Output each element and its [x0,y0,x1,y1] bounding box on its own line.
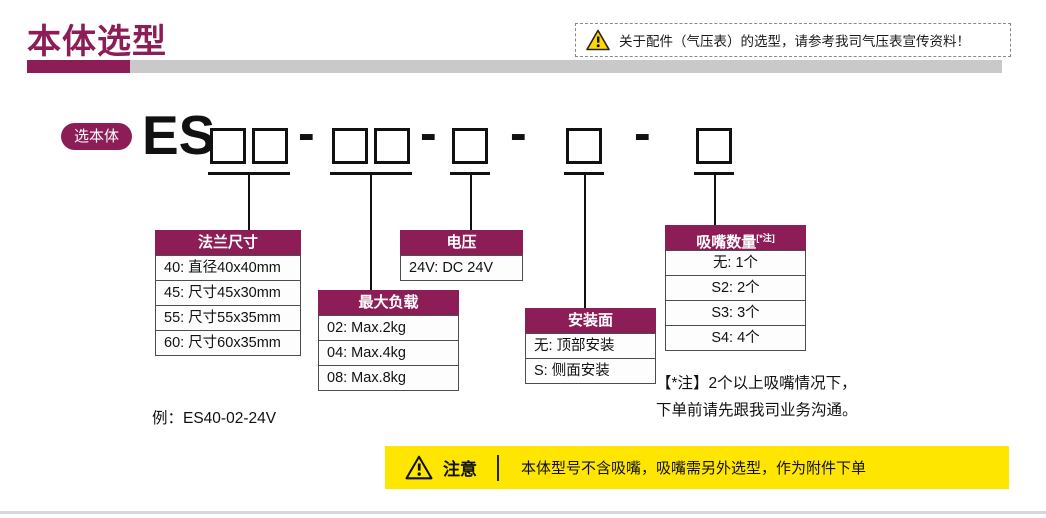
table-row: 08: Max.8kg [318,365,459,391]
code-group-underline-voltage [450,172,490,175]
model-code-box-load-1 [332,128,368,164]
table-row: 04: Max.4kg [318,340,459,366]
nozzle-count-table: 吸嘴数量[*注] 无: 1个 S2: 2个 S3: 3个 S4: 4个 [665,225,806,351]
max-load-table: 最大负载 02: Max.2kg 04: Max.4kg 08: Max.8kg [318,290,459,391]
mount-face-table-header: 安装面 [525,308,656,334]
title-underline-gray [130,60,1002,73]
nozzle-count-table-header: 吸嘴数量[*注] [665,225,806,251]
title-underline-accent [27,60,130,73]
table-row: 24V: DC 24V [400,255,523,281]
code-group-underline-mount [564,172,604,175]
connector-line-mount [584,175,586,308]
caution-banner: 注意 本体型号不含吸嘴，吸嘴需另外选型，作为附件下单 [385,446,1009,489]
accessory-notice-text: 关于配件（气压表）的选型，请参考我司气压表宣传资料！ [619,34,970,49]
caution-divider [497,454,499,481]
voltage-table: 电压 24V: DC 24V [400,230,523,281]
flange-table-header: 法兰尺寸 [155,230,301,256]
model-code-box-nozzle [696,128,732,164]
caution-triangle-icon [405,455,433,480]
warning-triangle-icon [586,29,610,51]
table-row: 40: 直径40x40mm [155,255,301,281]
table-row: S2: 2个 [665,275,806,301]
caution-text: 本体型号不含吸嘴，吸嘴需另外选型，作为附件下单 [521,460,867,477]
voltage-table-header: 电压 [400,230,523,256]
connector-line-voltage [470,175,472,230]
nozzle-count-title-sup: [*注] [756,233,775,243]
model-code-dash: - [634,105,651,161]
model-code-box-flange-1 [210,128,246,164]
max-load-table-header: 最大负载 [318,290,459,316]
table-row: 02: Max.2kg [318,315,459,341]
model-code-box-flange-2 [252,128,288,164]
table-row: 无: 顶部安装 [525,333,656,359]
mount-face-table: 安装面 无: 顶部安装 S: 侧面安装 [525,308,656,384]
model-code-dash: - [420,105,437,161]
select-body-badge: 选本体 [61,123,133,150]
nozzle-count-title: 吸嘴数量 [696,234,757,251]
model-code-box-mount [566,128,602,164]
nozzle-note-line-1: 【*注】2个以上吸嘴情况下， [656,375,857,392]
accessory-notice: 关于配件（气压表）的选型，请参考我司气压表宣传资料！ [575,23,1011,57]
code-group-underline-flange [208,172,290,175]
caution-label: 注意 [443,460,477,479]
model-code-box-load-2 [374,128,410,164]
page-title: 本体选型 [27,23,167,61]
model-code-dash: - [510,105,527,161]
nozzle-note-line-2: 下单前请先跟我司业务沟通。 [656,402,858,419]
table-row: 55: 尺寸55x35mm [155,305,301,331]
flange-size-table: 法兰尺寸 40: 直径40x40mm 45: 尺寸45x30mm 55: 尺寸5… [155,230,301,356]
table-row: 60: 尺寸60x35mm [155,330,301,356]
model-code-prefix: ES [142,104,216,166]
table-row: S3: 3个 [665,300,806,326]
code-group-underline-nozzle [694,172,734,175]
table-row: 45: 尺寸45x30mm [155,280,301,306]
nozzle-note: 【*注】2个以上吸嘴情况下， 下单前请先跟我司业务沟通。 [656,370,858,424]
example-code: 例：ES40-02-24V [152,410,277,427]
connector-line-load [370,175,372,290]
model-code-box-voltage [452,128,488,164]
table-row: 无: 1个 [665,250,806,276]
table-row: S: 侧面安装 [525,358,656,384]
table-row: S4: 4个 [665,325,806,351]
bottom-divider [0,511,1046,514]
connector-line-flange [248,175,250,230]
model-code-dash: - [298,105,315,161]
code-group-underline-load [330,172,412,175]
connector-line-nozzle [714,175,716,225]
